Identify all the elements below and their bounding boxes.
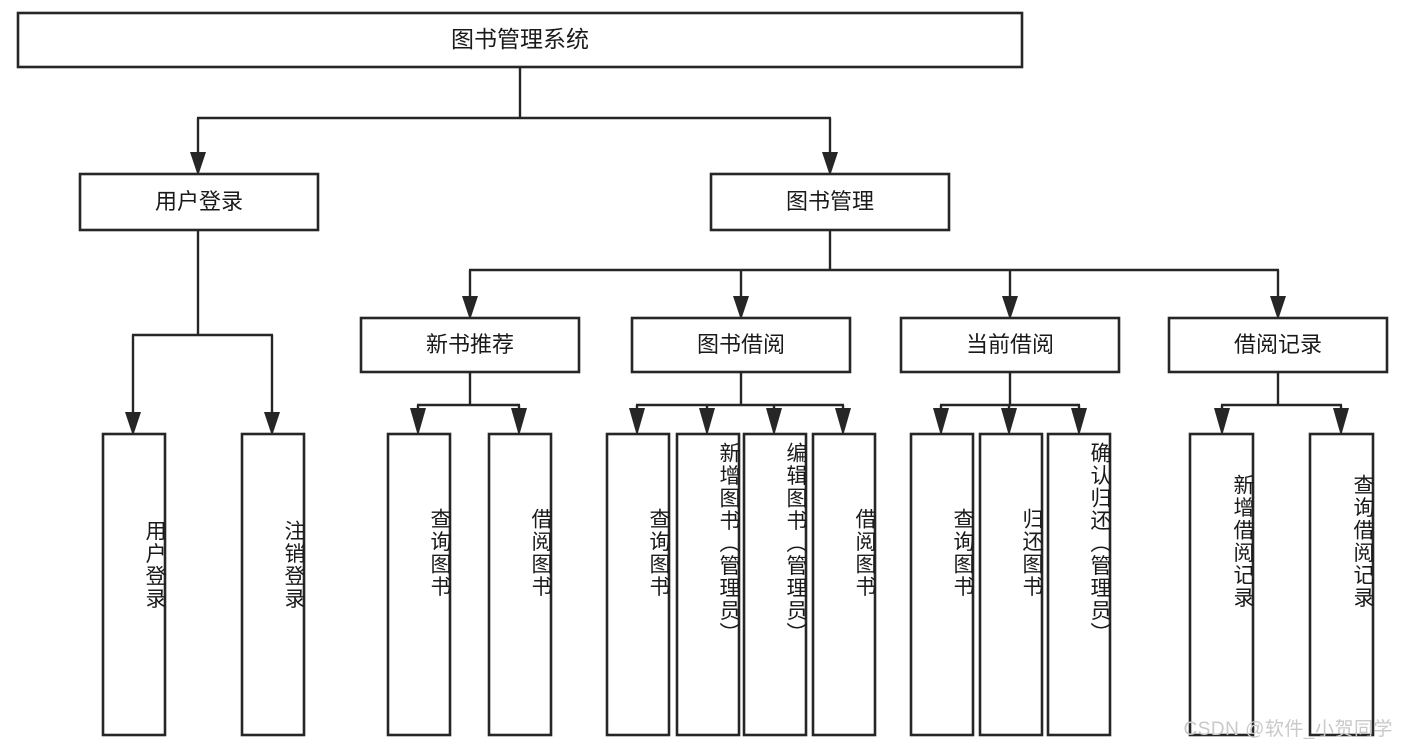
connector-group-book-borrow <box>629 372 851 436</box>
node-book-borrow[interactable]: 图书借阅 <box>630 316 852 374</box>
arrow-head-leaf-borrow-book <box>835 408 851 436</box>
connector-group-current-borrow <box>933 372 1087 436</box>
leaf-borrow-book-recommend-box[interactable] <box>487 432 553 737</box>
arrow-head-user-login <box>190 152 206 176</box>
node-borrow-records-label: 借阅记录 <box>1234 332 1322 357</box>
leaf-confirm-return-admin-box[interactable] <box>1046 432 1112 737</box>
arrow-head-book-borrow <box>733 296 749 320</box>
connector-group-root <box>190 67 838 176</box>
arrow-head-leaf-query-book-current <box>933 408 949 436</box>
arrow-head-leaf-add-book-admin <box>699 408 715 436</box>
arrow-head-book-management <box>822 152 838 176</box>
arrow-head-leaf-logout <box>264 412 280 436</box>
leaf-query-book-current-box[interactable] <box>909 432 975 737</box>
node-root[interactable]: 图书管理系统 <box>16 11 1024 69</box>
node-current-borrow-label: 当前借阅 <box>966 332 1054 357</box>
arrow-head-leaf-confirm-return-admin <box>1071 408 1087 436</box>
leaf-add-borrow-record-box[interactable] <box>1188 432 1255 737</box>
node-book-management-label: 图书管理 <box>786 189 874 214</box>
arrow-head-leaf-query-book-borrow <box>629 408 645 436</box>
connector-group-new-book-recommend <box>410 372 527 436</box>
leaf-add-book-admin-box[interactable] <box>675 432 741 737</box>
leaf-borrow-book-box[interactable] <box>811 432 877 737</box>
arrow-head-leaf-add-borrow-record <box>1214 408 1230 436</box>
node-new-book-recommend-label: 新书推荐 <box>426 332 514 357</box>
node-borrow-records[interactable]: 借阅记录 <box>1167 316 1389 374</box>
node-current-borrow-box[interactable] <box>899 316 1121 374</box>
arrow-head-current-borrow <box>1002 296 1018 320</box>
leaf-query-book-borrow-box[interactable] <box>605 432 671 737</box>
leaf-edit-book-admin-box[interactable] <box>742 432 808 737</box>
node-current-borrow[interactable]: 当前借阅 <box>899 316 1121 374</box>
arrow-head-leaf-borrow-book-recommend <box>511 408 527 436</box>
leaf-query-book-recommend-box[interactable] <box>386 432 452 737</box>
node-book-borrow-box[interactable] <box>630 316 852 374</box>
node-user-login[interactable]: 用户登录 <box>78 172 320 232</box>
node-book-management-box[interactable] <box>709 172 951 232</box>
arrow-head-borrow-records <box>1270 296 1286 320</box>
arrow-head-leaf-user-login <box>125 412 141 436</box>
node-new-book-recommend[interactable]: 新书推荐 <box>359 316 581 374</box>
watermark-text: CSDN @软件_小贺同学 <box>1183 719 1393 740</box>
arrow-head-leaf-query-borrow-record <box>1333 408 1349 436</box>
arrow-head-new-book-recommend <box>462 296 478 320</box>
arrow-head-leaf-return-book <box>1001 408 1017 436</box>
node-root-box[interactable] <box>16 11 1024 69</box>
connector-group-user-login <box>125 230 280 436</box>
arrow-head-leaf-edit-book-admin <box>766 408 782 436</box>
node-borrow-records-box[interactable] <box>1167 316 1389 374</box>
node-book-management[interactable]: 图书管理 <box>709 172 951 232</box>
node-root-label: 图书管理系统 <box>451 26 589 52</box>
arrow-head-leaf-query-book-recommend <box>410 408 426 436</box>
node-user-login-label: 用户登录 <box>155 189 243 214</box>
leaf-query-borrow-record-box[interactable] <box>1308 432 1375 737</box>
node-new-book-recommend-box[interactable] <box>359 316 581 374</box>
node-user-login-box[interactable] <box>78 172 320 232</box>
leaf-user-login-box[interactable] <box>101 432 167 737</box>
node-book-borrow-label: 图书借阅 <box>697 332 785 357</box>
leaf-return-book-box[interactable] <box>978 432 1044 737</box>
leaf-box-group <box>101 432 1375 737</box>
connector-group-borrow-records <box>1214 372 1349 436</box>
leaf-logout-box[interactable] <box>240 432 306 737</box>
connector-group-book-management <box>462 230 1286 320</box>
